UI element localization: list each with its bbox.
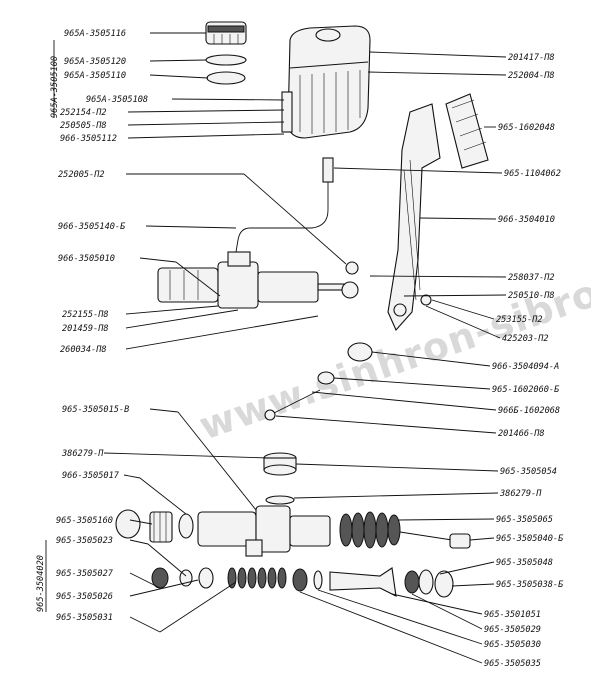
reservoir-cap bbox=[205, 21, 247, 45]
plug-washer bbox=[178, 513, 194, 539]
primary-cup bbox=[292, 568, 308, 592]
seal-ring-left bbox=[115, 509, 141, 539]
pipe-fitting bbox=[322, 157, 334, 183]
label-right-6: 258037-П2 bbox=[508, 273, 555, 283]
label-right-12: 966Б-1602068 bbox=[498, 406, 560, 416]
labels-right: 201417-П8 252004-П8 965-1602048 965-1104… bbox=[484, 53, 564, 669]
label-left-2: 965А-3505120 bbox=[64, 57, 126, 67]
label-left-10: 966-3505010 bbox=[58, 254, 115, 264]
label-right-21: 965-3505029 bbox=[484, 625, 541, 635]
group-label-lower: 965-3504020 bbox=[36, 555, 46, 612]
label-right-3: 965-1602048 bbox=[498, 123, 555, 133]
valve-washer bbox=[198, 567, 214, 589]
label-left-7: 966-3505112 bbox=[60, 134, 117, 144]
label-left-21: 965-3505031 bbox=[56, 613, 113, 623]
label-left-9: 966-3505140-Б bbox=[58, 222, 126, 232]
label-right-19: 965-3505038-Б bbox=[496, 580, 564, 590]
label-right-16: 965-3505065 bbox=[496, 515, 553, 525]
label-left-12: 201459-П8 bbox=[62, 324, 109, 334]
label-right-2: 252004-П8 bbox=[508, 71, 555, 81]
label-right-14: 965-3505054 bbox=[500, 467, 557, 477]
label-left-18: 965-3505023 bbox=[56, 536, 113, 546]
cap-washer-lower bbox=[265, 495, 295, 505]
label-right-7: 250510-П8 bbox=[508, 291, 555, 301]
label-left-16: 966-3505017 bbox=[62, 471, 120, 481]
label-left-1: 965А-3505116 bbox=[64, 29, 126, 39]
label-left-17: 965-3505160 bbox=[56, 516, 113, 526]
label-right-9: 425203-П2 bbox=[502, 334, 549, 344]
label-right-22: 965-3505030 bbox=[484, 640, 541, 650]
label-right-1: 201417-П8 bbox=[508, 53, 555, 63]
pivot-bolt bbox=[264, 389, 321, 421]
return-spring bbox=[227, 567, 287, 589]
label-left-6: 250505-П8 bbox=[60, 121, 107, 131]
master-cylinder bbox=[157, 251, 359, 309]
label-right-8: 253155-П2 bbox=[496, 315, 543, 325]
retaining-ring bbox=[434, 570, 454, 598]
label-right-4: 965-1104062 bbox=[504, 169, 561, 179]
pedal-lever bbox=[387, 103, 441, 332]
label-right-17: 965-3505040-Б bbox=[496, 534, 564, 544]
label-right-18: 965-3505048 bbox=[496, 558, 553, 568]
fluid-reservoir bbox=[281, 25, 371, 139]
labels-left: 965А-3505116 965А-3505120 965А-3505110 9… bbox=[56, 29, 148, 623]
bushing bbox=[317, 371, 335, 385]
label-right-20: 965-3501051 bbox=[484, 610, 541, 620]
cap-filter-ring bbox=[206, 71, 246, 85]
boot-bellows bbox=[339, 511, 401, 549]
cap-gasket bbox=[205, 54, 247, 66]
leader-lines-left bbox=[103, 32, 347, 633]
label-right-11: 965-1602060-Б bbox=[492, 385, 560, 395]
piston-washer bbox=[313, 570, 323, 590]
label-left-3: 965А-3505110 bbox=[64, 71, 126, 81]
pedal-bushing bbox=[347, 342, 373, 362]
label-right-13: 201466-П8 bbox=[498, 429, 545, 439]
label-right-23: 965-3505035 bbox=[484, 659, 541, 669]
label-left-8: 252005-П2 bbox=[58, 170, 105, 180]
threaded-plug bbox=[149, 511, 173, 543]
label-right-15: 386279-П bbox=[499, 489, 542, 499]
group-label-upper: 965А-3505100 bbox=[50, 56, 60, 118]
label-left-4: 965А-3505108 bbox=[86, 95, 148, 105]
pedal-pad bbox=[445, 93, 489, 169]
label-left-19: 965-3505027 bbox=[56, 569, 114, 579]
pipe-nut bbox=[345, 261, 359, 275]
filler-cap-lower bbox=[263, 452, 297, 476]
label-right-5: 966-3504010 bbox=[498, 215, 555, 225]
piston bbox=[329, 567, 397, 597]
label-left-5: 252154-П2 bbox=[60, 108, 107, 118]
label-left-15: 386279-П bbox=[61, 449, 104, 459]
brake-pipe bbox=[235, 182, 329, 253]
secondary-cup bbox=[404, 570, 420, 594]
leader-lines-right bbox=[275, 51, 507, 664]
cylinder-body-lower bbox=[197, 505, 331, 557]
label-left-20: 965-3505026 bbox=[56, 592, 113, 602]
pushrod-fork bbox=[399, 531, 471, 549]
label-left-14: 965-3505015-В bbox=[62, 405, 129, 415]
label-left-11: 252155-П8 bbox=[62, 310, 109, 320]
label-right-10: 966-3504094-А bbox=[492, 362, 559, 372]
stop-washer bbox=[418, 569, 434, 595]
label-left-13: 260034-П8 bbox=[60, 345, 107, 355]
